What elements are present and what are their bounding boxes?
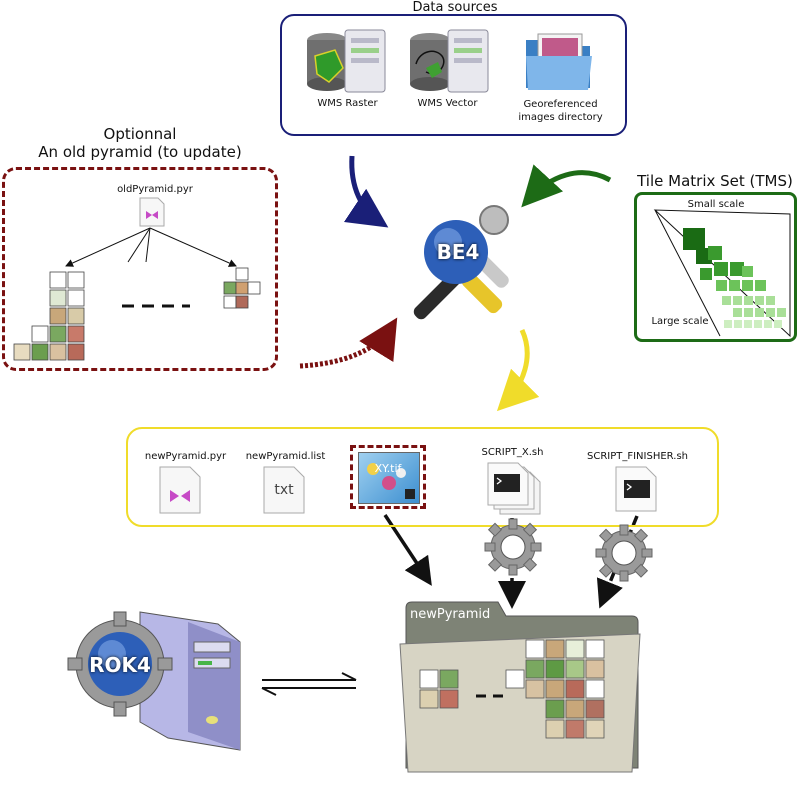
output-files-panel [126,427,719,527]
rok4-label: ROK4 [89,653,151,677]
georef-directory-label: Georeferenced images directory [518,99,603,123]
new-pyr-file-icon [158,466,202,514]
new-pyramid-folder-icon [396,600,642,776]
list-icon-text: txt [274,482,294,498]
old-pyramid-subtitle: An old pyramid (to update) [38,143,242,161]
data-sources-panel [280,14,627,136]
new-list-label: newPyramid.list [245,451,326,462]
old-pyramid-title: Optionnal [103,125,177,143]
be4-label: BE4 [436,240,480,264]
old-pyramid-file-label: oldPyramid.pyr [117,184,193,195]
folder-icon [524,32,594,92]
tif-image-icon [358,452,420,504]
wms-vector-label: WMS Vector [417,98,478,109]
be4-tools-icon [398,190,518,330]
old-pyramid-panel [2,167,278,371]
old-pyramid-tiles-large [12,271,87,362]
old-pyramid-tiles-small [222,267,267,313]
new-pyr-label: newPyramid.pyr [144,451,227,462]
wms-vector-icon [408,28,493,94]
script-finisher-file-icon [614,466,658,512]
script-x-file-icon [486,462,546,516]
gear-icon [594,523,654,583]
tms-panel [634,192,797,342]
new-list-file-icon [262,466,306,514]
tif-highlight-box [350,445,426,509]
tms-large-scale-label: Large scale [651,316,709,327]
rok4-server-icon [67,602,248,752]
data-sources-title: Data sources [412,0,498,15]
new-pyramid-label: newPyramid [410,607,491,622]
pyr-file-icon [138,197,166,227]
script-x-label: SCRIPT_X.sh [481,447,544,458]
gear-icon [483,517,543,577]
script-finisher-label: SCRIPT_FINISHER.sh [586,451,688,462]
wms-raster-icon [305,28,390,94]
tms-small-scale-label: Small scale [687,199,745,210]
tms-title: Tile Matrix Set (TMS) [637,172,793,190]
wms-raster-label: WMS Raster [317,98,378,109]
tif-icon-text: XY.tif [374,462,402,475]
